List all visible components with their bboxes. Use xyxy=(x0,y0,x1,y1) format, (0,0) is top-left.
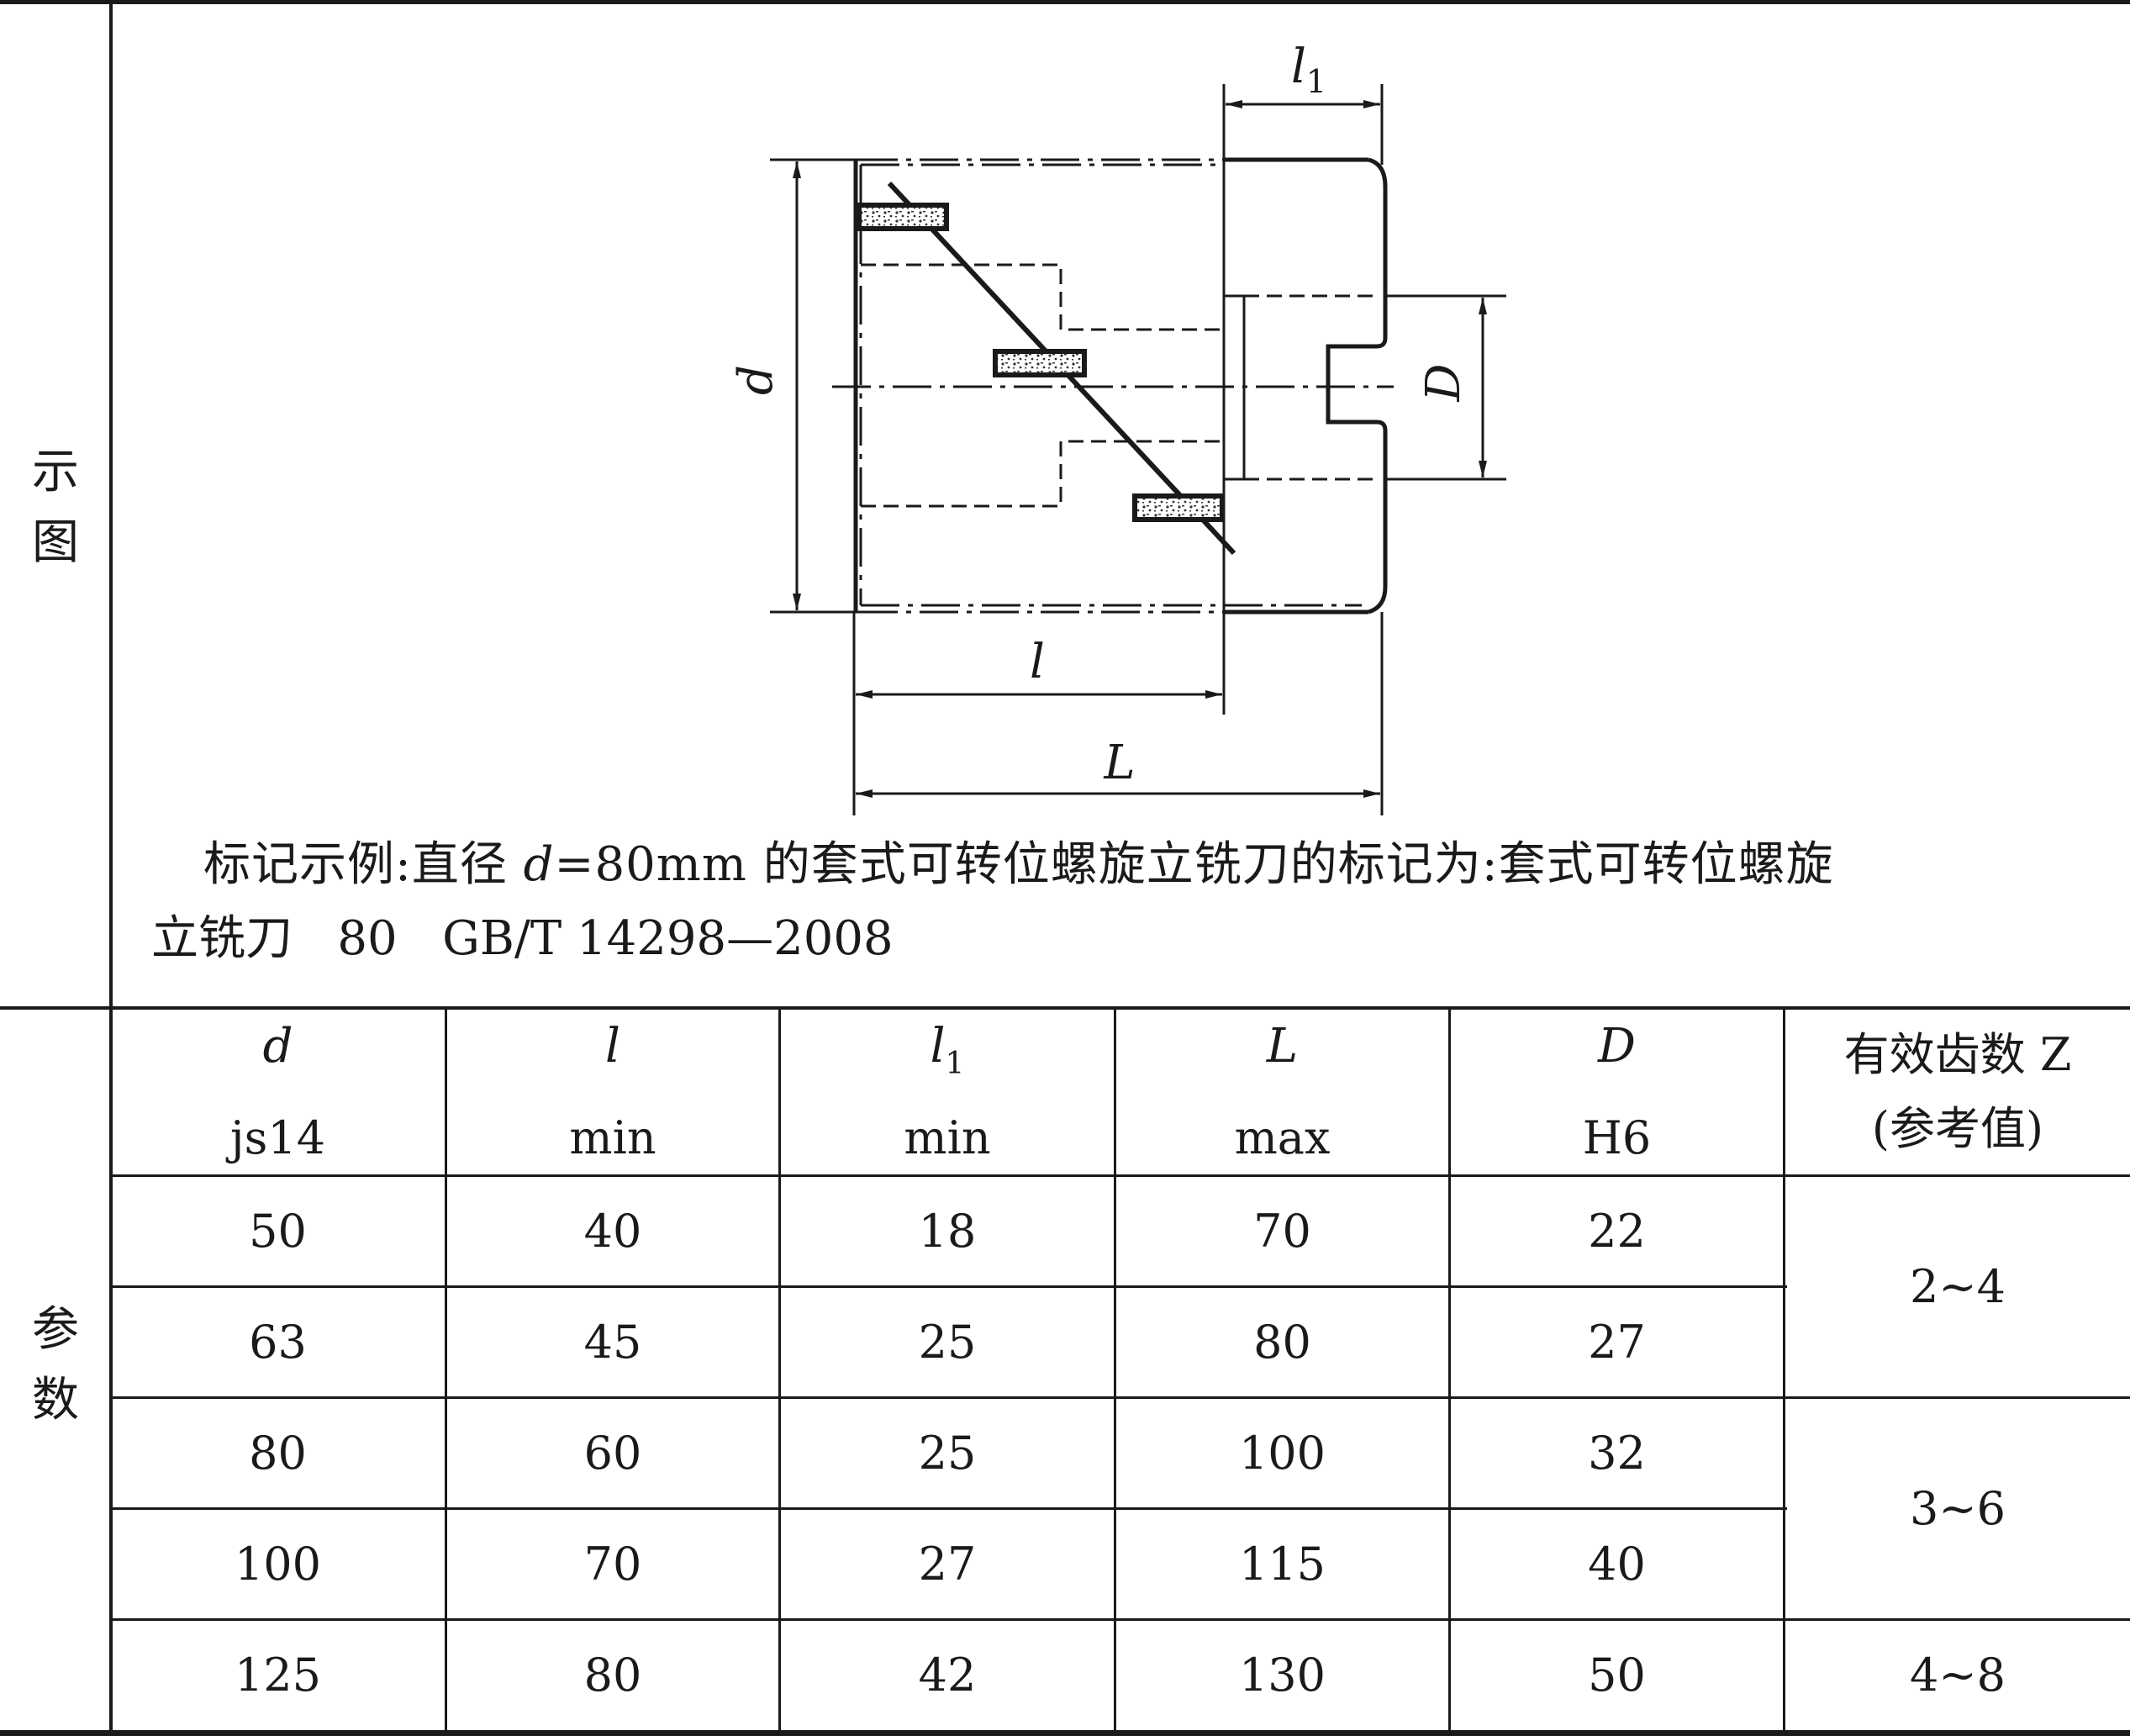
table-cell: 80 xyxy=(249,1426,307,1480)
marking-example-line-1: 标记示例:直径 d=80mm 的套式可转位螺旋立铣刀的标记为:套式可转位螺旋 xyxy=(203,837,1834,892)
label-char: 参 xyxy=(32,1302,79,1357)
table-cell: 50 xyxy=(249,1204,307,1258)
table-cell: 22 xyxy=(1588,1204,1646,1258)
table-cell: 27 xyxy=(918,1537,977,1591)
table-cell: 42 xyxy=(918,1649,977,1702)
header-l: l min xyxy=(569,1018,656,1164)
marking-example: 标记示例:直径 d=80mm 的套式可转位螺旋立铣刀的标记为:套式可转位螺旋 立… xyxy=(151,828,2110,976)
diagram-section-label: 示 图 xyxy=(0,437,111,578)
table-cell: 18 xyxy=(918,1204,977,1258)
table-cell: 45 xyxy=(583,1315,642,1369)
col-line-1 xyxy=(445,1008,447,1731)
teeth-count-cell: 3~6 xyxy=(1910,1481,2006,1535)
label-char: 数 xyxy=(32,1373,79,1427)
hidden-lines xyxy=(861,263,1375,508)
section-divider xyxy=(0,1006,2130,1010)
dimension-l xyxy=(852,612,1384,815)
label-char: 示 xyxy=(32,445,79,499)
header-teeth: 有效齿数 Z (参考值) xyxy=(1843,1028,2072,1155)
label-char: 图 xyxy=(32,515,79,570)
header-row-line xyxy=(111,1174,2130,1177)
dimension-d xyxy=(770,158,861,614)
teeth-count-cell: 4~8 xyxy=(1910,1649,2006,1702)
insert-icon xyxy=(1132,493,1225,522)
table-cell: 80 xyxy=(1253,1315,1311,1369)
table-cell: 115 xyxy=(1238,1537,1326,1591)
params-section-label: 参 数 xyxy=(0,1295,111,1436)
table-cell: 80 xyxy=(583,1649,642,1702)
dimension-l-label: l xyxy=(1030,635,1045,689)
table-cell: 70 xyxy=(583,1537,642,1591)
table-cell: 125 xyxy=(234,1649,322,1702)
header-l1: l1 min xyxy=(904,1018,991,1164)
table-cell: 100 xyxy=(234,1537,322,1591)
dimension-l1-label: l1 xyxy=(1291,40,1326,100)
row-line-3 xyxy=(111,1507,1787,1510)
dimension-d-label: d xyxy=(729,365,783,395)
col-line-5 xyxy=(1783,1008,1785,1731)
insert-icon xyxy=(993,349,1087,377)
table-cell: 40 xyxy=(1588,1537,1646,1591)
insert-icon xyxy=(857,203,949,231)
table-cell: 130 xyxy=(1238,1649,1326,1702)
phantom-lines xyxy=(799,158,1394,614)
col-line-3 xyxy=(1114,1008,1116,1731)
dimension-D-label: D xyxy=(1416,364,1471,403)
row-line-4 xyxy=(111,1618,2130,1621)
table-cell: 40 xyxy=(583,1204,642,1258)
dimension-D xyxy=(1385,294,1506,481)
bottom-border xyxy=(0,1730,2130,1736)
dimension-l1 xyxy=(1222,84,1384,165)
table-cell: 25 xyxy=(918,1426,977,1480)
label-column-divider xyxy=(109,0,113,1736)
table-cell: 27 xyxy=(1588,1315,1646,1369)
table-cell: 60 xyxy=(583,1426,642,1480)
dimension-L-label: L xyxy=(1103,736,1135,790)
table-cell: 32 xyxy=(1588,1426,1646,1480)
top-border xyxy=(0,0,2130,4)
milling-cutter-drawing: d D l1 l L xyxy=(729,40,1506,815)
col-line-2 xyxy=(778,1008,781,1731)
row-line-2 xyxy=(111,1396,2130,1399)
table-cell: 63 xyxy=(249,1315,307,1369)
table-cell: 100 xyxy=(1238,1426,1326,1480)
row-line-1 xyxy=(111,1285,1787,1288)
table-cell: 70 xyxy=(1253,1204,1311,1258)
header-L: L max xyxy=(1234,1018,1331,1164)
marking-example-line-2: 立铣刀 80 GB/T 14298—2008 xyxy=(151,911,894,966)
header-d: d js14 xyxy=(229,1018,326,1164)
table-cell: 50 xyxy=(1588,1649,1646,1702)
header-D: D H6 xyxy=(1582,1018,1652,1164)
col-line-4 xyxy=(1448,1008,1451,1731)
table-cell: 25 xyxy=(918,1315,977,1369)
teeth-count-cell: 2~4 xyxy=(1910,1259,2006,1313)
